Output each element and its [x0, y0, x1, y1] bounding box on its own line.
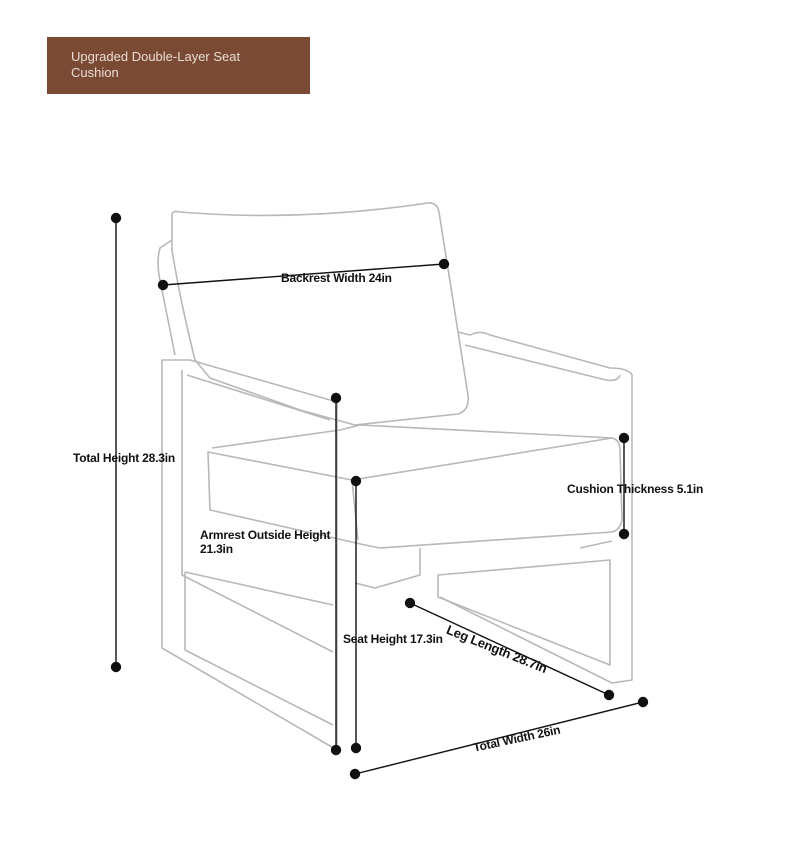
- marker-dot: [618, 432, 630, 444]
- backrest-width-label: Backrest Width 24in: [281, 271, 392, 285]
- marker-dot: [603, 689, 615, 701]
- marker-dot: [349, 768, 361, 780]
- measurements: [110, 212, 649, 780]
- marker-dot: [330, 744, 342, 756]
- total-width-line: [354, 701, 644, 775]
- banner-title: Upgraded Double-Layer Seat Cushion: [71, 49, 241, 80]
- marker-dot: [350, 742, 362, 754]
- total-height-label: Total Height 28.3in: [73, 451, 175, 465]
- backrest-width-line: [162, 263, 445, 286]
- marker-dot: [637, 696, 649, 708]
- marker-dot: [404, 597, 416, 609]
- seat-height-label: Seat Height 17.3in: [343, 632, 443, 646]
- left-armrest: [161, 359, 338, 751]
- title-banner: Upgraded Double-Layer Seat Cushion: [47, 37, 310, 94]
- marker-dot: [618, 528, 630, 540]
- right-armrest: [439, 331, 633, 684]
- right-leg-panel: [437, 559, 611, 666]
- marker-dot: [157, 279, 169, 291]
- marker-dot: [330, 392, 342, 404]
- left-armrest-inner: [181, 370, 334, 653]
- seat-cushion: [207, 437, 623, 549]
- marker-dot: [110, 212, 122, 224]
- armrest-outside-height-label: Armrest Outside Height 21.3in: [200, 528, 331, 556]
- left-leg-panel: [184, 572, 334, 726]
- marker-dot: [110, 661, 122, 673]
- marker-dot: [350, 475, 362, 487]
- marker-dot: [438, 258, 450, 270]
- leg-length-line: [409, 602, 610, 696]
- backrest-cushion: [171, 202, 470, 426]
- cushion-thickness-label: Cushion Thickness 5.1in: [567, 482, 704, 496]
- chair-outline: [157, 202, 633, 751]
- backrest-frame: [157, 239, 176, 356]
